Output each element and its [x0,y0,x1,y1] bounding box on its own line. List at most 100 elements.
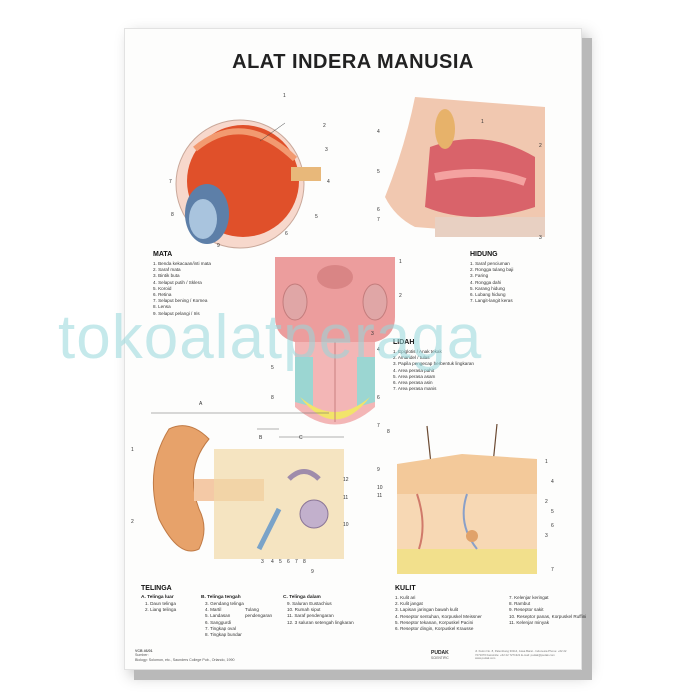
list-item: 2. Saraf mata [153,267,181,273]
telinga-tengah-title: B. Telinga tengah [201,595,241,600]
nose-callout: 6 [377,207,380,213]
list-item: 1. Saraf penciuman [470,261,510,266]
list-item: 8. Tingkap bundar [205,632,242,638]
tongue-callout: 6 [377,395,380,401]
tongue-callout: 5 [271,365,274,371]
list-item: 5. Reseptor tekanan, Korpuskel Pacini [395,619,474,625]
ear-callout: 11 [343,495,349,501]
kulit-heading: KULIT [395,585,416,592]
brand-logo: PUDAK [431,650,449,656]
ear-callout: 2 [131,519,134,525]
skin-callout: 9 [377,467,380,473]
lidah-legend: 1. Epiglotis / Anak tekak 2. Amandel / t… [393,349,474,392]
tongue-callout: 4 [377,347,380,353]
telinga-luar-legend: 1. Daun telinga 2. Liang telinga [145,601,176,613]
list-item: 9. Reseptor sakit [509,607,544,613]
kulit-legend-right: 7. Kelenjar keringat 8. Rambut 9. Resept… [509,595,586,626]
list-item: 10. Reseptor panas, Korpuskel Ruffini [509,613,587,619]
mata-legend: 1. Benda kekacaan/inti mata 2. Saraf mat… [153,261,211,317]
source-text: Biology: Solomon, etc., Saunders College… [135,657,235,662]
kulit-legend-left: 1. Kulit ari 2. Kulit jangat 3. Lapisan … [395,595,482,632]
list-item: 11. Kelenjar minyak [509,619,550,625]
list-item: 6. Reseptor dingin, Korpuskel Krausse [395,626,474,632]
ear-callout: 5 [279,559,282,565]
nose-callout: 4 [377,129,380,135]
eye-callout: 6 [285,231,288,237]
eye-callout: 7 [169,179,172,185]
hidung-legend: 1. Saraf penciuman 2. Rongga tulang baji… [470,261,513,304]
mata-heading: MATA [153,251,173,258]
poster: ALAT INDERA MANUSIA 1 2 3 4 5 6 7 8 9 MA… [124,28,586,670]
eye-callout: 1 [283,93,286,99]
list-item: 3. Gendang telinga [205,601,244,606]
telinga-heading: TELINGA [141,585,172,592]
telinga-dalam-legend: 9. Saluran Eustachius 10. Rumah siput 11… [287,601,354,626]
list-item: 1. Kulit ari [395,595,416,600]
eye-callout: 4 [327,179,330,185]
nose-callout: 5 [377,169,380,175]
nose-callout: 3 [539,235,542,241]
ear-callout: 10 [343,522,349,528]
list-item: 5. Area perasa asam [393,373,436,379]
list-item: 8. Rambut [509,601,531,607]
list-item: 2. Amandel / tulas [393,355,430,361]
tulang-pendengaran-note: Tulang pendengaran [245,607,273,619]
skin-callout: 5 [551,509,554,515]
eye-callout: 8 [171,212,174,218]
list-item: 3. Faring [470,273,489,279]
nose-callout: 1 [481,119,484,125]
skin-callout: 6 [551,523,554,529]
poster-code: VCB 46/01 [135,649,153,653]
nose-callout: 2 [539,143,542,149]
skin-callout: 7 [551,567,554,573]
list-item: 4. Martil [205,607,222,613]
list-item: 4. Reseptor sentuhan, Korpuskel Meissner [395,613,482,619]
list-item: 7. Area perasa manis [393,386,437,392]
skin-callout: 8 [387,429,390,435]
brand-subtitle: SCIENTIFIC [431,656,449,660]
telinga-dalam-title: C. Telinga dalam [283,595,321,600]
ear-illustration [151,412,344,559]
nose-callout: 7 [377,217,380,223]
list-item: 8. Lensa [153,304,171,310]
list-item: 3. Papila pengecap berbentuk lingkaran [393,361,474,367]
lidah-heading: LIDAH [393,339,415,346]
list-item: 4. Rongga dahi [470,279,502,285]
skin-callout: 10 [377,485,383,491]
nose-illustration [385,97,545,237]
tongue-callout: 1 [399,259,402,265]
ear-callout: 3 [261,559,264,565]
list-item: 1. Benda kekacaan/inti mata [153,261,211,266]
ear-callout: 1 [131,447,134,453]
skin-callout: 2 [545,499,548,505]
list-item: 7. Selaput bening / Kornea [153,298,208,304]
source-label: Sumber: [135,653,149,658]
telinga-tengah-legend: 3. Gendang telinga 4. Martil 5. Landasan… [205,601,244,638]
poster-footer: VCB 46/01 Sumber: Biology: Solomon, etc.… [135,649,235,662]
tongue-callout: 3 [371,331,374,337]
list-item: 7. Tingkap oval [205,625,236,631]
tongue-callout: 2 [399,293,402,299]
eye-callout: 3 [325,147,328,153]
list-item: 11. Saraf pendengaran [287,613,334,619]
list-item: 2. Rongga tulang baji [470,267,514,273]
eye-callout: 9 [217,243,220,249]
eye-callout: 5 [315,214,318,220]
list-item: 9. Saluran Eustachius [287,601,332,606]
hidung-heading: HIDUNG [470,251,498,258]
list-item: 6. Area perasa asin [393,380,433,386]
list-item: 5. Karang hidung [470,285,505,291]
list-item: 6. Retina [153,292,172,298]
eye-callout: 2 [323,123,326,129]
telinga-luar-title: A. Telinga luar [141,595,174,600]
list-item: 7. Langit-langit keras [470,298,513,304]
ear-callout: B [259,435,263,441]
list-item: 1. Epiglotis / Anak tekak [393,349,442,354]
ear-callout: 8 [303,559,306,565]
ear-callout: 7 [295,559,298,565]
tongue-illustration [275,257,395,425]
list-item: 4. Selaput putih / Sklera [153,279,202,285]
list-item: 6. Sanggurdi [205,619,232,625]
ear-callout: 12 [343,477,349,483]
list-item: 4. Area perasa pahit [393,367,435,373]
